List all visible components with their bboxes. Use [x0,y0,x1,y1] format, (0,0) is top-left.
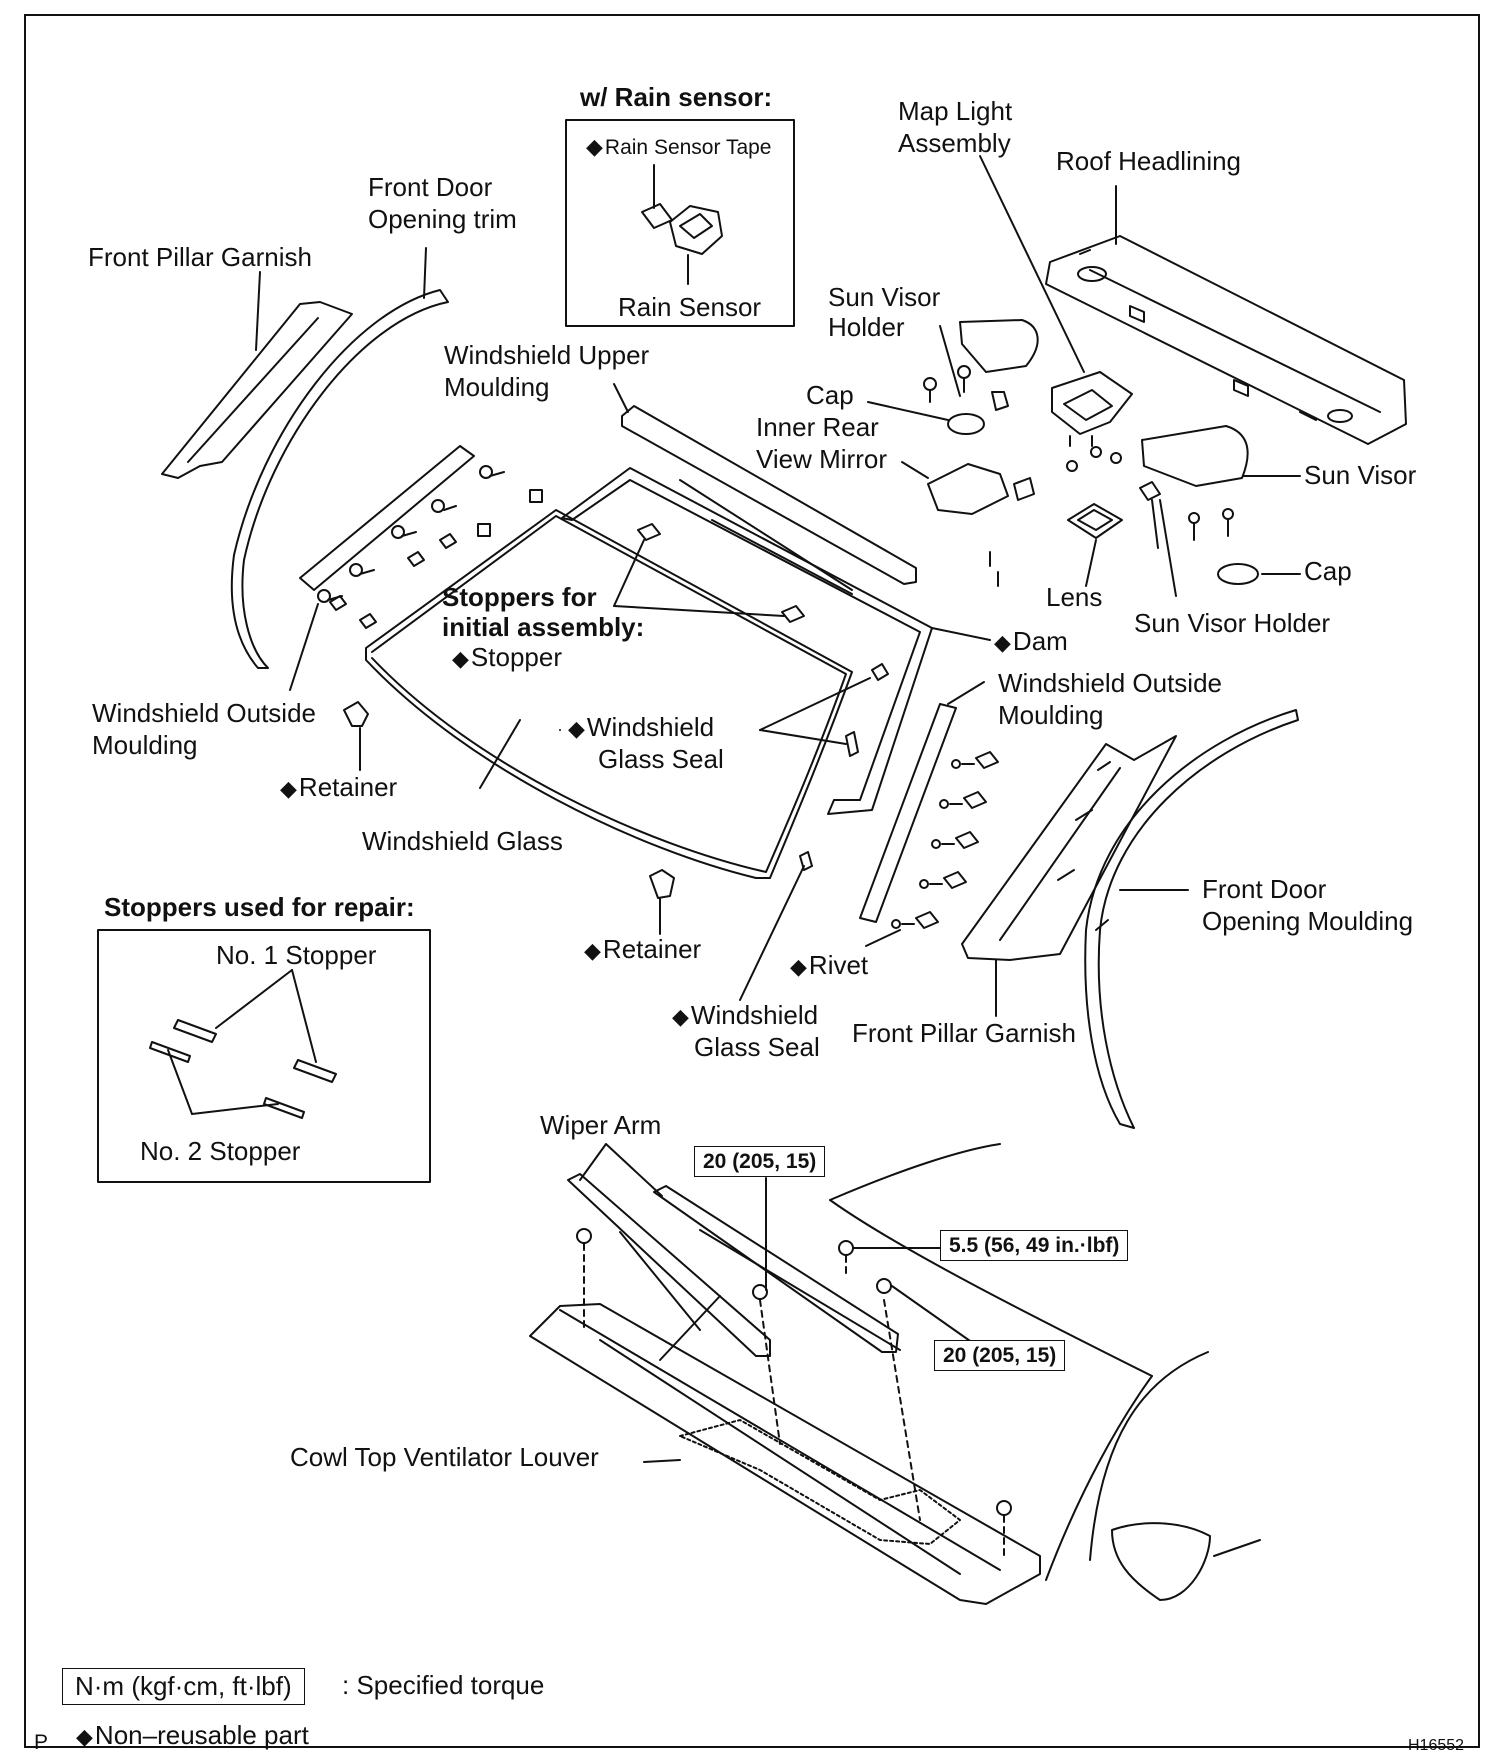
dam-label: Dam [994,626,1068,658]
windshield-glass [365,509,853,879]
inner-rear-view-mirror [927,463,1009,515]
front-door-opening-trim [230,289,449,669]
cowl-grille [679,1419,961,1545]
inner-rear-view-mirror-label-2: View Mirror [756,444,887,474]
torque-label-3: 20 (205, 15) [934,1340,1066,1371]
front-pillar-garnish-bottom-label: Front Pillar Garnish [852,1018,1076,1048]
right-clip-row [891,751,999,929]
sun-visor-holder-top-label-1: Sun Visor [828,282,941,312]
retainer-left-label: Retainer [280,772,397,804]
front-door-opening-trim-label-1: Front Door [368,172,493,202]
sun-visor-label: Sun Visor [1304,460,1417,490]
front-door-opening-moulding [1084,709,1299,1129]
front-door-opening-trim-label-2: Opening trim [368,204,517,234]
lens-label: Lens [1046,582,1103,612]
wiper-arm-label: Wiper Arm [540,1110,662,1140]
windshield-upper-moulding-label-1: Windshield Upper [444,340,650,370]
front-pillar-garnish-top-label: Front Pillar Garnish [88,242,312,272]
figure-id: H16552 [1408,1737,1465,1754]
sun-visor-holder-top-label-2: Holder [828,312,905,342]
rain-sensor-header: w/ Rain sensor: [580,82,773,112]
sun-visor-left [959,319,1039,373]
retainer-bottom-part [649,869,675,899]
stoppers-repair-box [97,929,431,1183]
wiper-arm-right [653,1185,899,1353]
windshield-outside-moulding-right-label-1: Windshield Outside [998,668,1222,698]
rain-sensor-box [565,119,795,327]
retainer-bottom-label: Retainer [584,934,701,966]
windshield-outside-moulding-right-label-2: Moulding [998,700,1104,730]
lens [1067,503,1123,539]
cowl-top-ventilator-louver [529,1303,1041,1605]
dam [561,467,933,815]
stoppers-initial-label-1: Stoppers for [442,582,597,612]
map-light-label-1: Map Light [898,96,1013,126]
legend-torque-text: : Specified torque [342,1670,545,1700]
roof-headlining-label: Roof Headlining [1056,146,1242,176]
legend-torque-box: N·m (kgf·cm, ft·lbf) [62,1668,305,1705]
cap-top-label: Cap [806,380,854,410]
no2-stopper-label: No. 2 Stopper [140,1136,301,1166]
stoppers-repair-header: Stoppers used for repair: [104,892,415,922]
cowl-top-label: Cowl Top Ventilator Louver [290,1442,599,1472]
windshield-outside-moulding-left-label-1: Windshield Outside [92,698,316,728]
front-door-opening-moulding-label-2: Opening Moulding [1202,906,1414,936]
torque-label-2: 5.5 (56, 49 in.·lbf) [940,1230,1129,1261]
windshield-glass-label: Windshield Glass [362,826,563,856]
windshield-glass-seal-mid-label-1: Windshield [568,712,714,744]
cap-top-part [947,413,985,435]
no1-stopper-label: No. 1 Stopper [216,940,377,970]
front-pillar-garnish-left [161,301,353,479]
windshield-outside-moulding-left [299,445,475,591]
torque-label-1: 20 (205, 15) [694,1146,826,1177]
windshield-glass-seal-bottom-label-2: Glass Seal [694,1032,820,1062]
wiper-arm-left [567,1173,771,1357]
inner-rear-view-mirror-label-1: Inner Rear [756,412,879,442]
windshield-glass-seal-bottom-label-1: Windshield [672,1000,818,1032]
corner-p: P [34,1731,49,1754]
left-clip-row [317,465,543,629]
figure-frame [24,14,1480,1748]
windshield-upper-moulding-label-2: Moulding [444,372,550,402]
rivet-label: Rivet [790,950,868,982]
front-door-opening-moulding-label-1: Front Door [1202,874,1327,904]
map-light-assembly [1051,371,1133,435]
retainer-left-part [343,701,369,727]
windshield-outside-moulding-right [859,703,957,923]
windshield-outside-moulding-left-label-2: Moulding [92,730,198,760]
stoppers-initial-label-2: initial assembly: [442,612,645,642]
cap-right-part [1217,563,1259,585]
roof-headlining [1045,235,1407,445]
sun-visor-right [1141,425,1249,487]
cap-right-label: Cap [1304,556,1352,586]
stopper-label: Stopper [452,642,562,674]
windshield-upper-moulding [621,405,917,585]
map-light-label-2: Assembly [898,128,1011,158]
legend-nonreusable: Non–reusable part [76,1720,309,1752]
rain-sensor-label: Rain Sensor [618,292,762,322]
rain-sensor-part [669,205,723,255]
sun-visor-holder-right-label: Sun Visor Holder [1134,608,1331,638]
rain-sensor-tape-part [641,203,673,229]
rain-sensor-tape-label: Rain Sensor Tape [586,134,772,160]
windshield-glass-seal-mid-label-2: Glass Seal [598,744,724,774]
front-pillar-garnish-right [961,735,1177,961]
